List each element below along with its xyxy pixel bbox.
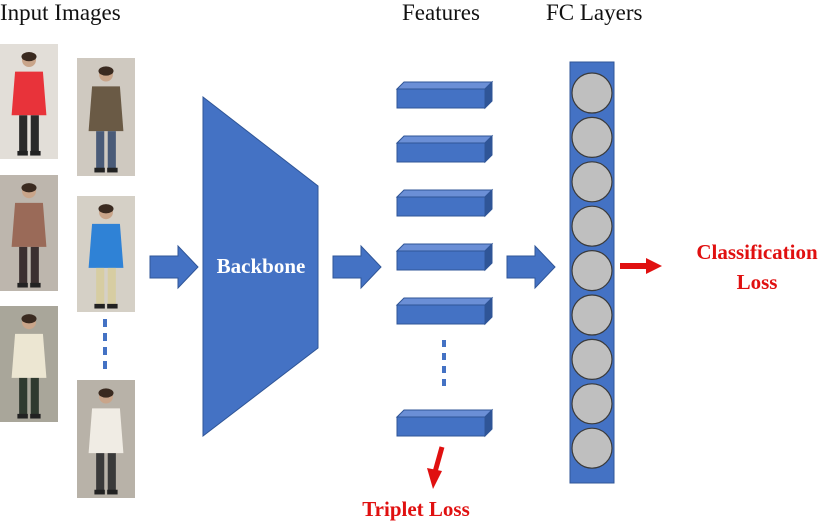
feature-vector-block bbox=[395, 134, 494, 164]
person-image bbox=[0, 175, 58, 291]
feature-vector-block bbox=[395, 80, 494, 110]
person-image bbox=[77, 196, 135, 312]
fc-neuron bbox=[571, 116, 613, 158]
fc-neurons bbox=[571, 72, 613, 469]
fc-neuron bbox=[571, 72, 613, 114]
backbone-label: Backbone bbox=[217, 254, 306, 278]
triplet-loss-label: Triplet Loss bbox=[362, 497, 470, 521]
input-images-header: Input Images bbox=[0, 0, 121, 25]
backbone-block bbox=[202, 95, 319, 438]
feature-vector-block bbox=[395, 296, 494, 326]
classification-loss-label-line1: Classification bbox=[696, 240, 818, 264]
feature-vectors bbox=[395, 80, 494, 438]
feature-vector-block bbox=[395, 188, 494, 218]
image-continuation-dots bbox=[103, 319, 107, 369]
fc-layers-header: FC Layers bbox=[546, 0, 643, 25]
person-image bbox=[77, 58, 135, 176]
feature-vector-block bbox=[395, 408, 494, 438]
fc-neuron bbox=[571, 294, 613, 336]
classification-loss-arrow-icon bbox=[620, 258, 662, 274]
person-image bbox=[0, 44, 58, 159]
input-image-grid bbox=[0, 44, 135, 498]
feature-vector-block bbox=[395, 242, 494, 272]
classification-loss-label-line2: Loss bbox=[737, 270, 778, 294]
features-to-fc-arrow-icon bbox=[506, 244, 556, 290]
input-to-backbone-arrow-icon bbox=[149, 244, 199, 290]
features-header: Features bbox=[402, 0, 480, 25]
backbone-to-features-arrow-icon bbox=[332, 244, 382, 290]
fc-neuron bbox=[571, 250, 613, 292]
fc-neuron bbox=[571, 338, 613, 380]
fc-neuron bbox=[571, 161, 613, 203]
person-image bbox=[77, 380, 135, 498]
feature-continuation-dots bbox=[442, 340, 446, 386]
fc-neuron bbox=[571, 205, 613, 247]
person-image bbox=[0, 306, 58, 422]
triplet-loss-arrow-icon bbox=[427, 446, 445, 489]
fc-neuron bbox=[571, 383, 613, 425]
fc-neuron bbox=[571, 427, 613, 469]
